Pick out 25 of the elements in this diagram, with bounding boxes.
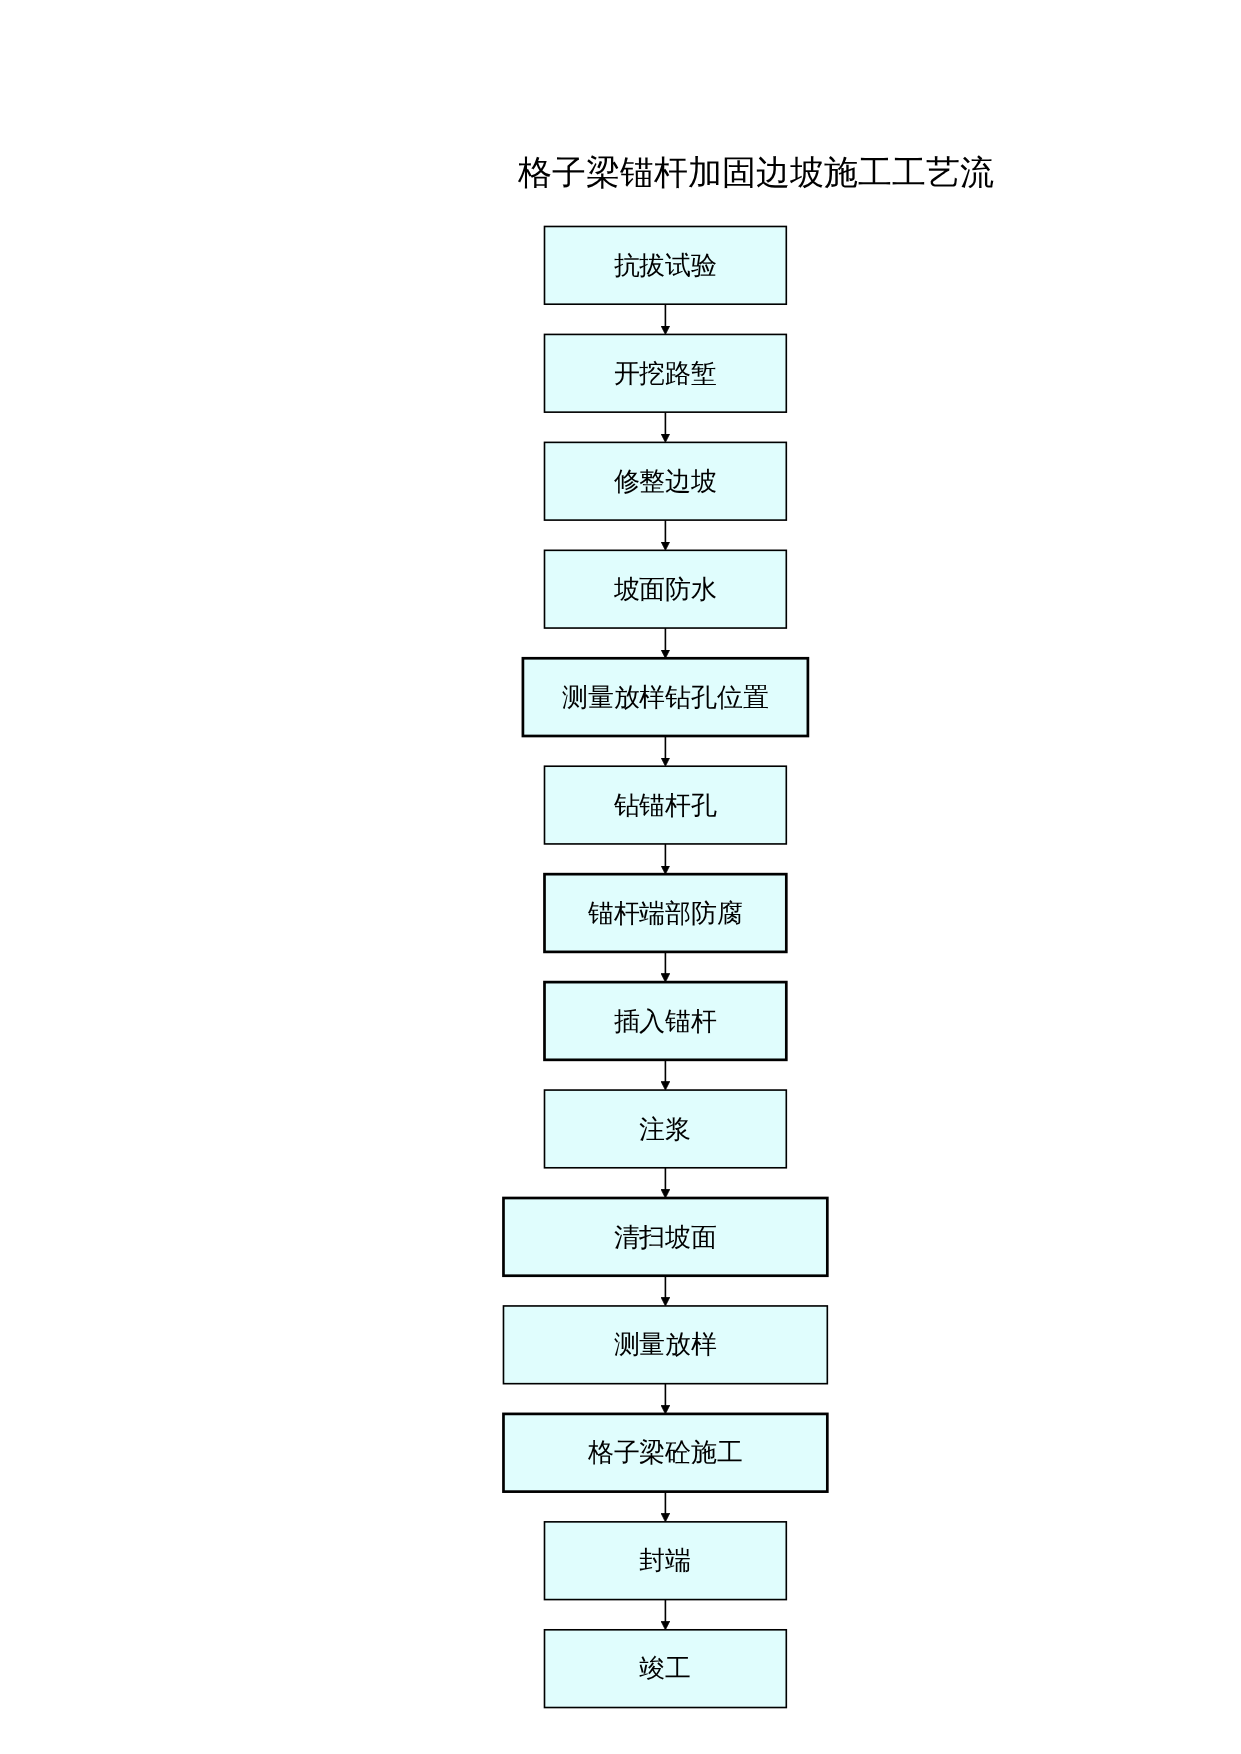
node-box: 修整边坡: [543, 441, 788, 521]
node-box: 竣工: [543, 1629, 788, 1709]
node-box: 开挖路堑: [543, 333, 788, 413]
arrow: [660, 519, 671, 551]
node-box: 注浆: [543, 1089, 788, 1169]
arrow: [660, 411, 671, 443]
arrow: [660, 735, 671, 767]
arrow: [660, 1166, 671, 1199]
node-box: 测量放样: [502, 1305, 829, 1385]
node-box: 插入锚杆: [543, 980, 788, 1062]
arrow: [660, 843, 671, 875]
diagram-title: 格子梁锚杆加固边坡施工工艺流: [517, 151, 994, 194]
node-box: 钻锚杆孔: [543, 765, 788, 845]
arrow: [660, 303, 671, 335]
arrow: [660, 1598, 671, 1631]
arrow: [660, 627, 671, 659]
arrow: [660, 951, 671, 983]
arrow: [660, 1059, 671, 1091]
node-box: 清扫坡面: [502, 1196, 829, 1278]
node-box: 格子梁砼施工: [502, 1412, 829, 1493]
node-box: 锚杆端部防腐: [543, 872, 788, 954]
node-box: 测量放样钻孔位置: [521, 656, 810, 738]
node-box: 坡面防水: [543, 549, 788, 629]
node-box: 抗拔试验: [543, 225, 788, 305]
node-box: 封端: [543, 1521, 788, 1601]
